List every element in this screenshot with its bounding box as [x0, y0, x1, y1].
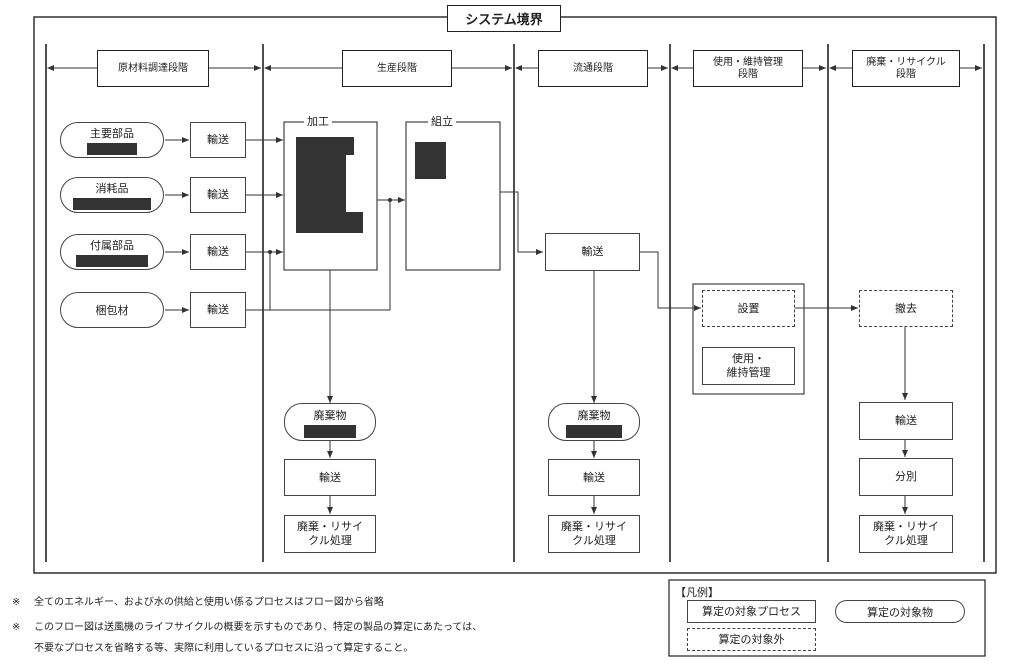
system-boundary-title: システム境界	[447, 5, 561, 32]
legend-label: 算定の対象外	[718, 632, 785, 646]
legend-target-process: 算定の対象プロセス	[687, 600, 816, 623]
transport-label: 輸送	[581, 245, 604, 258]
eol-disposal: 廃棄・リサイ クル処理	[859, 515, 953, 553]
material-label: 付属部品	[90, 239, 134, 252]
stage-label: 生産段階	[377, 62, 417, 74]
transport-label: 輸送	[583, 470, 605, 484]
redacted-block	[73, 198, 151, 210]
transport-label: 輸送	[207, 188, 229, 201]
production-waste-transport: 輸送	[284, 459, 376, 496]
stage-header-production: 生産段階	[342, 50, 452, 87]
footnote-1: ※ 全てのエネルギー、および水の供給と使用い係るプロセスはフロー図から省略	[12, 597, 384, 609]
material-consumables: 消耗品	[60, 177, 164, 213]
distribution-transport: 輸送	[545, 233, 640, 271]
note-text: 不要なプロセスを省略する等、実際に利用しているプロセスに沿って算定すること。	[34, 643, 414, 654]
transport-label: 輸送	[207, 245, 229, 258]
legend-target-object: 算定の対象物	[835, 600, 965, 623]
production-disposal: 廃棄・リサイ クル処理	[284, 515, 376, 553]
eol-transport: 輸送	[859, 402, 953, 440]
transport-box: 輸送	[190, 234, 246, 270]
note-text: 全てのエネルギー、および水の供給と使用い係るプロセスはフロー図から省略	[34, 597, 384, 608]
legend-label: 算定の対象プロセス	[702, 604, 801, 618]
stage-header-use: 使用・維持管理 段階	[693, 50, 803, 87]
removal-label: 撤去	[895, 301, 917, 315]
use-maintenance-box: 使用・ 維持管理	[702, 347, 795, 385]
install-label: 設置	[737, 301, 760, 315]
legend-title: 【凡例】	[675, 586, 719, 599]
transport-label: 輸送	[895, 414, 917, 427]
assembly-label: 組立	[428, 113, 456, 129]
eol-sorting: 分別	[859, 458, 953, 496]
transport-box: 輸送	[190, 122, 246, 158]
maintenance-label: 使用・ 維持管理	[726, 352, 771, 379]
waste-label: 廃棄物	[577, 408, 611, 422]
note-mark: ※	[12, 597, 21, 608]
material-label: 主要部品	[90, 127, 134, 140]
redacted-block	[566, 424, 622, 438]
disposal-label: 廃棄・リサイ クル処理	[873, 520, 939, 547]
redacted-block	[76, 255, 148, 267]
system-boundary	[33, 16, 997, 574]
transport-label: 輸送	[319, 470, 341, 484]
legend-excluded: 算定の対象外	[687, 628, 816, 651]
transport-label: 輸送	[207, 133, 229, 146]
footnote-2: ※ このフロー図は送風機のライフサイクルの概要を示すものであり、特定の製品の算定に…	[12, 622, 482, 634]
distribution-disposal: 廃棄・リサイ クル処理	[548, 515, 640, 553]
material-label: 梱包材	[95, 304, 129, 317]
stage-label: 流通段階	[573, 62, 613, 74]
material-label: 消耗品	[95, 182, 129, 195]
footnote-3: 不要なプロセスを省略する等、実際に利用しているプロセスに沿って算定すること。	[12, 643, 413, 655]
processing-label: 加工	[304, 113, 332, 129]
transport-label: 輸送	[207, 303, 229, 316]
transport-box: 輸送	[190, 177, 246, 213]
disposal-label: 廃棄・リサイ クル処理	[561, 520, 627, 547]
stage-label: 廃棄・リサイクル 段階	[866, 56, 946, 80]
stage-header-materials: 原材料調達段階	[97, 50, 209, 87]
title-text: システム境界	[465, 13, 543, 28]
transport-box: 輸送	[190, 292, 246, 328]
legend-label: 算定の対象物	[867, 605, 933, 619]
note-mark: ※	[12, 622, 21, 633]
waste-label: 廃棄物	[313, 408, 347, 422]
sorting-label: 分別	[895, 470, 917, 483]
redacted-block	[304, 424, 356, 438]
production-waste: 廃棄物	[284, 403, 376, 441]
disposal-label: 廃棄・リサイ クル処理	[297, 520, 363, 547]
stage-header-eol: 廃棄・リサイクル 段階	[852, 50, 960, 87]
stage-label: 原材料調達段階	[118, 62, 188, 74]
install-box: 設置	[702, 290, 795, 327]
redacted-block	[87, 143, 137, 155]
material-accessories: 付属部品	[60, 234, 164, 270]
distribution-waste: 廃棄物	[548, 403, 640, 441]
note-text: このフロー図は送風機のライフサイクルの概要を示すものであり、特定の製品の算定にあ…	[34, 622, 483, 633]
stage-header-distribution: 流通段階	[538, 50, 648, 87]
distribution-waste-transport: 輸送	[548, 459, 640, 496]
legend-frame	[668, 579, 986, 657]
material-packaging: 梱包材	[60, 292, 164, 328]
material-main-parts: 主要部品	[60, 122, 164, 158]
removal-box: 撤去	[859, 290, 953, 327]
stage-label: 使用・維持管理 段階	[713, 56, 783, 80]
